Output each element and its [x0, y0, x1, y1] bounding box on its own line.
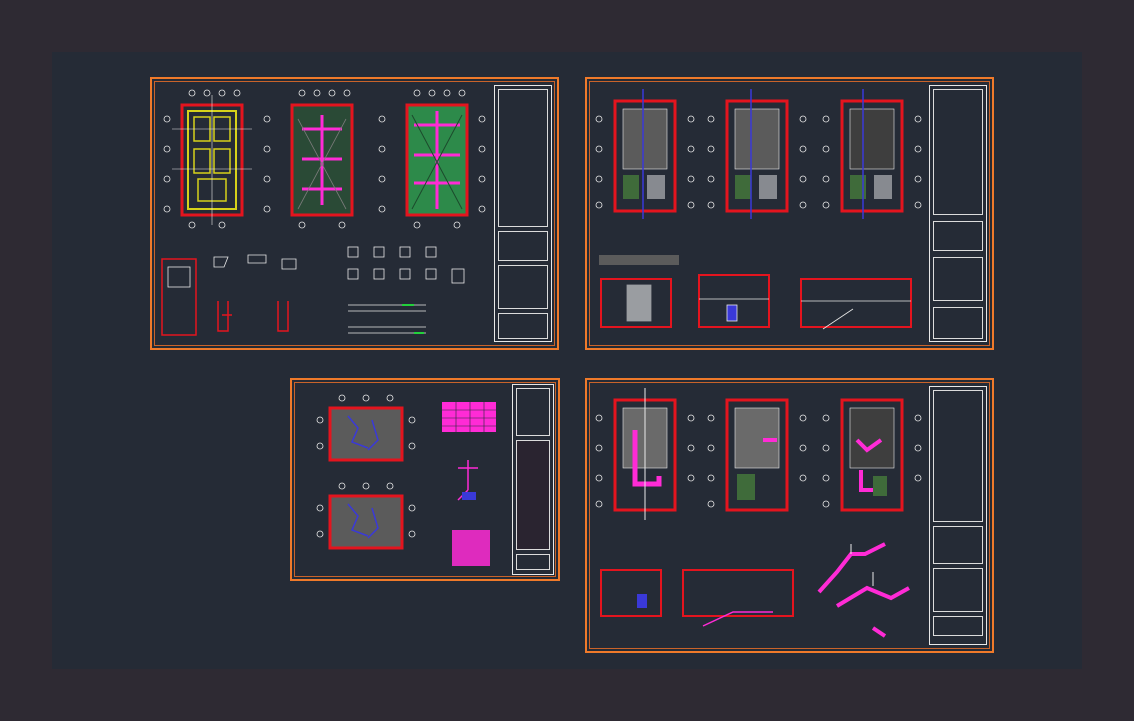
riser-detail [457, 460, 478, 501]
floor-plan-first [725, 89, 789, 219]
title-block [494, 85, 552, 342]
site-plan-1 [328, 406, 404, 462]
slab-plan-1 [290, 103, 354, 217]
model-space-canvas[interactable] [52, 52, 1082, 669]
sanitary-plan-first [725, 398, 789, 512]
sheet-foundation-structural[interactable] [150, 77, 559, 350]
sheet-architectural[interactable] [585, 77, 994, 350]
sanitary-drawing [595, 388, 922, 638]
slab-plan-2 [405, 103, 469, 217]
sanitary-plan-ground [613, 388, 677, 520]
sanitary-sections [600, 569, 794, 627]
title-block [929, 85, 987, 342]
foundation-plan [172, 95, 252, 225]
fixture-table [442, 402, 496, 432]
architectural-drawing [595, 89, 922, 330]
title-block [512, 384, 554, 575]
title-block [929, 386, 987, 645]
foundation-drawing [161, 89, 486, 336]
notes-block [452, 530, 490, 566]
isometric-diagram [817, 542, 910, 638]
sanitary-plan-roof [840, 398, 904, 512]
sheet-sanitary-installation[interactable] [585, 378, 994, 653]
elevations-and-sections [599, 255, 912, 330]
sheet-site-plumbing[interactable] [290, 378, 560, 581]
site-drawing [316, 394, 496, 566]
site-plan-2 [328, 494, 404, 550]
structural-details [161, 246, 465, 336]
floor-plan-roof [840, 89, 904, 219]
floor-plan-ground [613, 89, 677, 219]
